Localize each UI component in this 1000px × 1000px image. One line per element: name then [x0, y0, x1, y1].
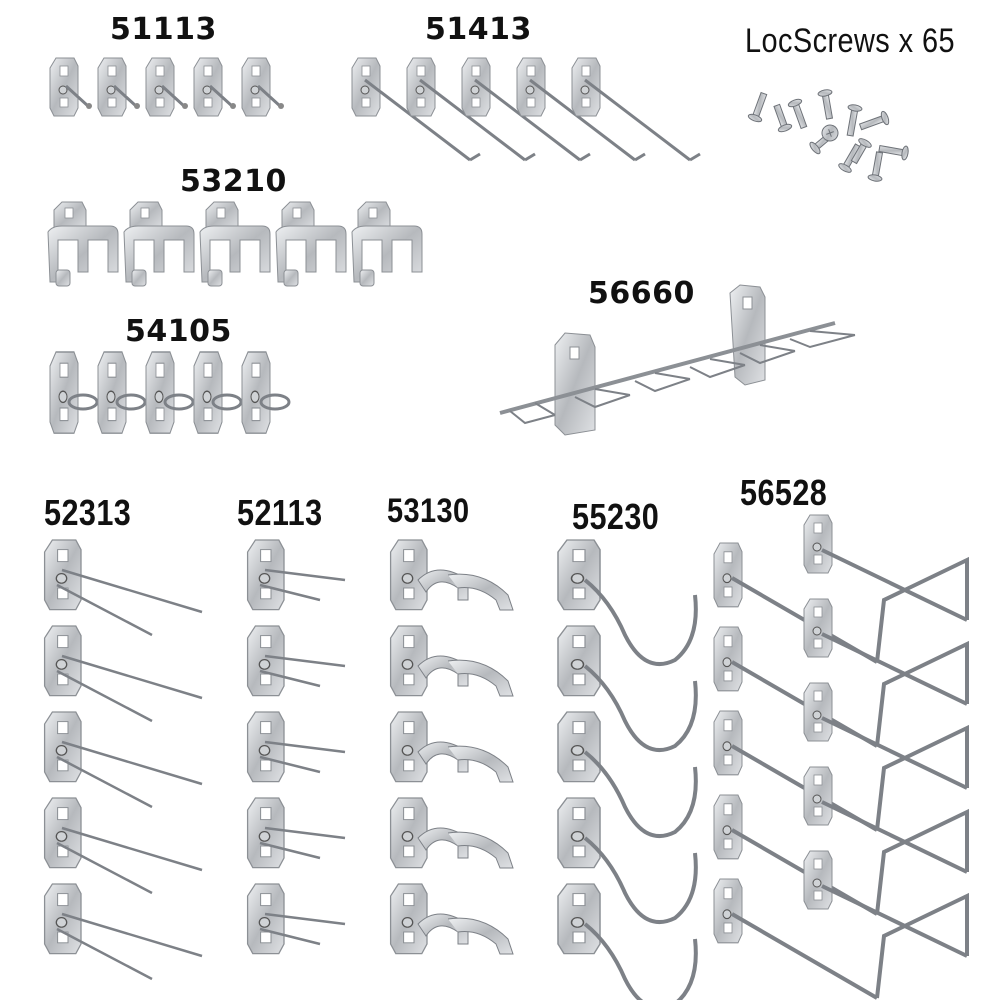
part-label-53130: 53130: [387, 492, 470, 530]
screw-pile: [745, 78, 945, 202]
hook-group-51413: [350, 57, 701, 172]
double-hook-short-icon: [245, 539, 365, 980]
hook-group-51113: [48, 57, 298, 152]
ring-hook-group-54105: [48, 352, 308, 446]
hook-group-55230: [555, 539, 715, 994]
bracket-clip-icon: [389, 539, 514, 980]
part-label-51113: 51113: [110, 12, 217, 47]
multi-tool-rack-icon: [499, 284, 856, 436]
clip-group-53130: [388, 539, 528, 984]
part-label-54105: 54105: [125, 314, 232, 349]
part-label-56528: 56528: [740, 472, 828, 513]
part-label-55230: 55230: [572, 496, 660, 537]
clip-group-53210: [47, 200, 428, 299]
double-hook-icon: [42, 539, 222, 980]
hook-group-52313: [42, 539, 222, 984]
part-label-56660: 56660: [588, 276, 695, 311]
j-hook-icon: [555, 539, 715, 990]
part-label-51413: 51413: [425, 12, 532, 47]
long-hook-icon: [351, 57, 701, 162]
spring-clip-icon: [47, 201, 423, 287]
screw-icon: [747, 89, 909, 182]
hook-group-56528: [712, 510, 982, 994]
hook-group-52113: [245, 539, 365, 984]
loop-hook-icon: [712, 514, 969, 990]
part-label-screws: LocScrews x 65: [745, 22, 955, 60]
part-label-52113: 52113: [237, 492, 323, 533]
ring-hook-icon: [49, 352, 308, 442]
part-label-52313: 52313: [44, 492, 132, 533]
short-hook-icon: [49, 57, 284, 117]
part-label-53210: 53210: [180, 164, 287, 199]
tool-rack-56660: [495, 284, 865, 444]
